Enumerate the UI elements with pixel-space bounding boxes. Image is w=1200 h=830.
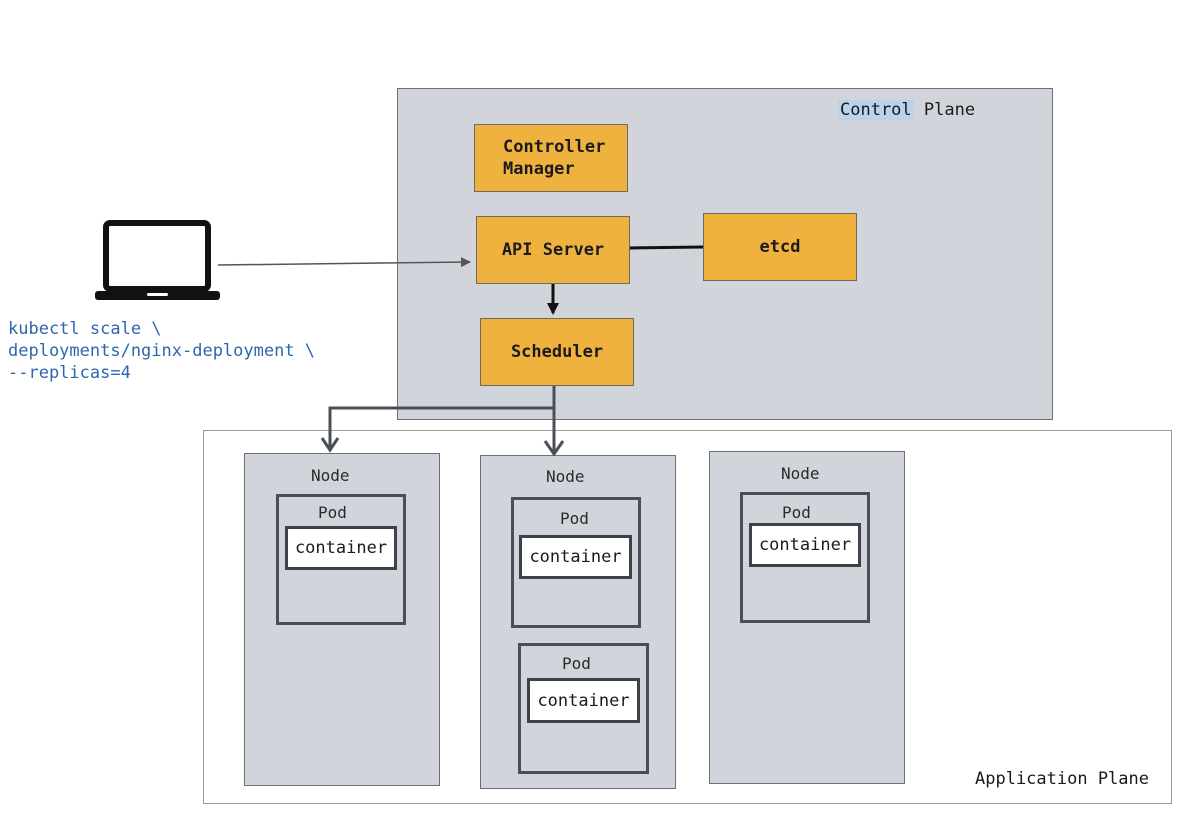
node-3-label: Node [781,464,820,483]
application-plane-title: Application Plane [975,769,1149,789]
api-etcd-link [629,245,704,250]
node-1-pod-1-container: container [285,526,397,570]
control-plane-title-highlight: Control [838,100,914,120]
control-plane-title: Control Plane [838,100,975,120]
control-plane-title-rest: Plane [913,100,976,120]
controller-manager-box: Controller Manager [474,124,628,192]
node-1-pod-1-label: Pod [318,503,347,522]
node-2-pod-2-label: Pod [562,654,591,673]
node-2-pod-1-container: container [519,535,632,579]
scheduler-to-node-2-arrowhead [543,440,565,457]
node-3-pod-1-label: Pod [782,503,811,522]
kubectl-command: kubectl scale \ deployments/nginx-deploy… [8,319,316,383]
etcd-box: etcd [703,213,857,281]
api-server-box: API Server [476,216,630,284]
node-1-label: Node [311,466,350,485]
node-2-label: Node [546,467,585,486]
scheduler-to-node-1-arrow [328,386,556,448]
laptop-to-api-arrow [217,257,471,268]
scheduler-to-node-1-arrowhead [320,437,340,453]
node-3-pod-1-container: container [749,523,861,567]
laptop-icon [95,220,220,300]
scheduler-box: Scheduler [480,318,634,386]
node-2-pod-2-container: container [527,678,640,723]
node-2-pod-1-label: Pod [560,509,589,528]
